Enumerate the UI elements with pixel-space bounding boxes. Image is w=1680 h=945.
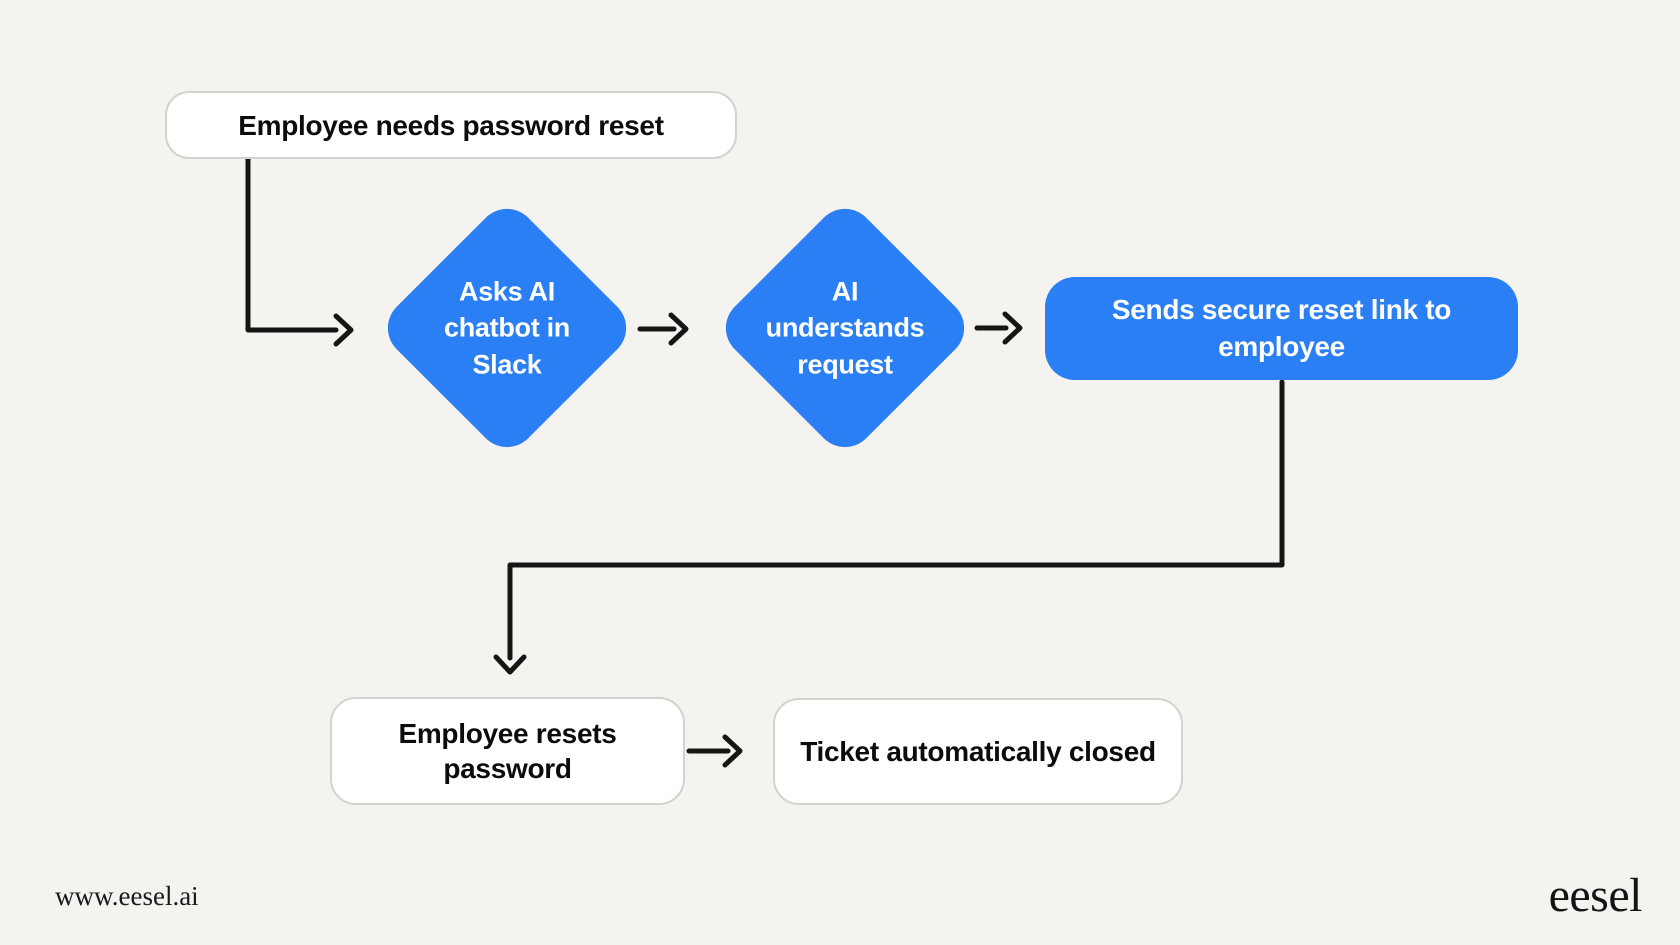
node-label: Ticket automatically closed <box>800 736 1156 767</box>
connector-start-to-chatbot <box>245 154 354 347</box>
node-sends-secure-reset-link: Sends secure reset link to employee <box>1045 277 1518 380</box>
node-asks-ai-chatbot-diamond: Asks AI chatbot in Slack <box>375 196 639 460</box>
eesel-logo-wordmark: eesel <box>1548 869 1643 922</box>
node-employee-resets-password: Employee resets password <box>330 697 685 805</box>
node-label: Asks AI chatbot in Slack <box>444 276 570 380</box>
node-label: Sends secure reset link to employee <box>1111 294 1452 362</box>
connector-understands-to-sendslink <box>974 311 1023 345</box>
connector-chatbot-to-understands <box>637 312 689 346</box>
node-employee-needs-password-reset: Employee needs password reset <box>165 91 737 159</box>
node-label: Employee resets password <box>398 718 617 784</box>
connector-sendslink-to-resets <box>493 379 1285 675</box>
footer-website-url: www.eesel.ai <box>55 881 199 911</box>
connector-resets-to-closed <box>686 734 743 768</box>
node-ticket-automatically-closed: Ticket automatically closed <box>773 698 1183 805</box>
node-label: AI understands request <box>765 276 925 380</box>
node-label: Employee needs password reset <box>238 109 664 141</box>
node-ai-understands-diamond: AI understands request <box>713 196 977 460</box>
